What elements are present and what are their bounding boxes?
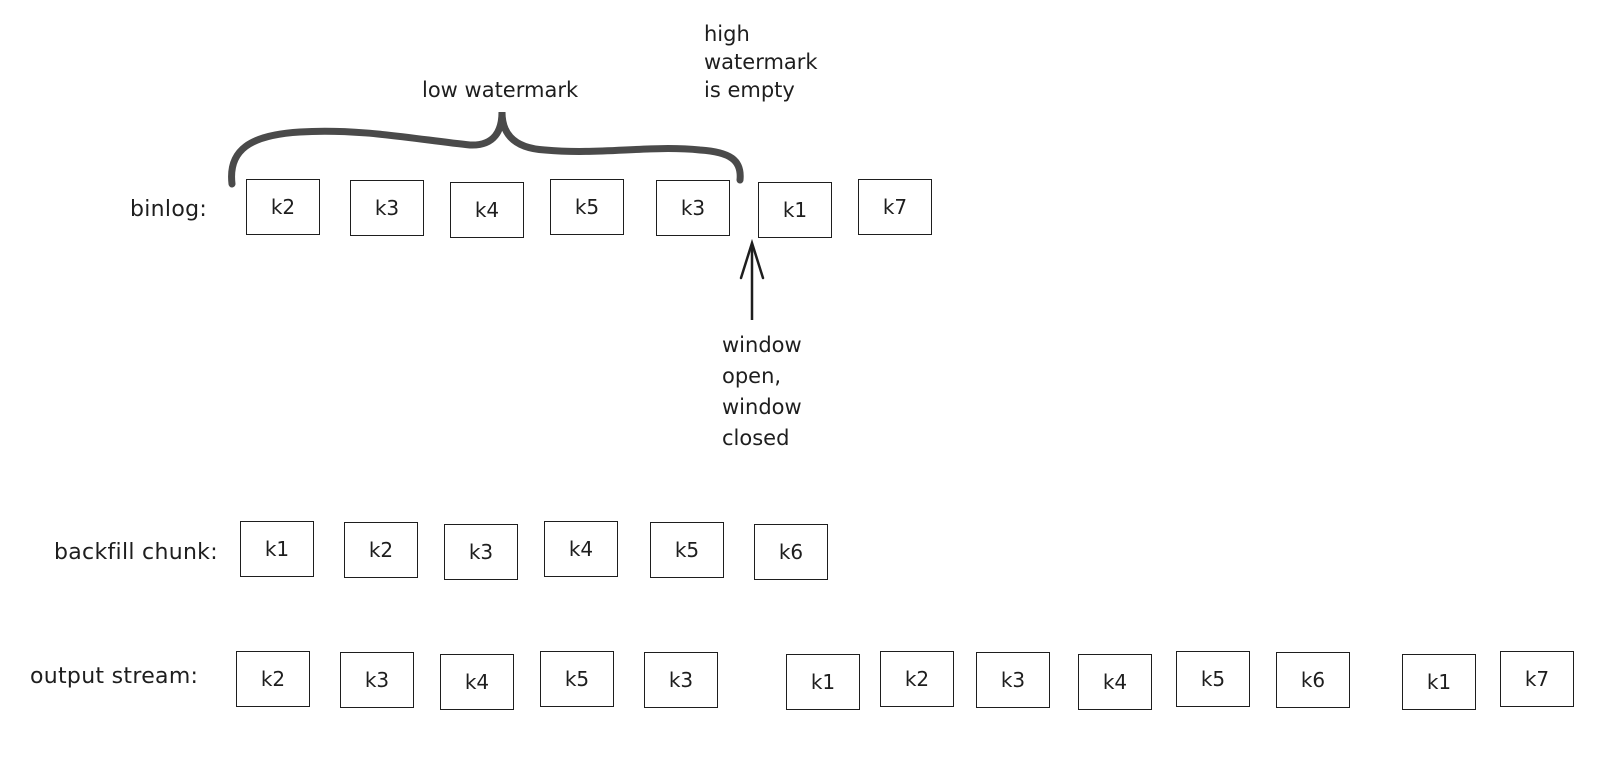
output-event-box: k5 [1176,650,1250,707]
window-line: window [722,395,802,419]
window-line: open, [722,364,782,388]
output-event-box: k3 [644,652,718,708]
output-event-box: k3 [340,652,414,708]
binlog-event-box: k3 [656,180,730,236]
output-event-box: k1 [786,653,860,710]
output-event-box: k2 [236,650,310,707]
output-event-box: k2 [880,650,954,707]
binlog-event-box: k7 [858,178,932,235]
binlog-event-box: k2 [246,178,320,235]
high-watermark-line: is empty [704,78,795,102]
output-event-box: k4 [440,653,514,710]
binlog-label: binlog: [130,197,208,222]
backfill-event-box: k2 [344,522,418,578]
binlog-event-box: k5 [550,178,624,235]
high-watermark-label: high watermark is empty [704,20,818,104]
output-event-box: k6 [1276,652,1350,708]
backfill-event-box: k3 [444,523,518,580]
window-line: window [722,333,802,357]
output-label: output stream: [30,664,199,689]
output-event-box: k3 [976,652,1050,708]
backfill-event-box: k1 [240,520,314,577]
output-event-box: k4 [1078,653,1152,710]
binlog-event-box: k4 [450,181,524,238]
backfill-label: backfill chunk: [54,540,218,565]
high-watermark-line: high [704,22,750,46]
high-watermark-line: watermark [704,50,818,74]
backfill-event-box: k6 [754,523,828,580]
output-event-box: k1 [1402,653,1476,710]
backfill-event-box: k4 [544,520,618,577]
window-arrow-head [739,238,765,280]
binlog-event-box: k1 [758,181,832,238]
binlog-event-box: k3 [350,180,424,236]
low-watermark-brace [228,111,744,188]
output-event-box: k7 [1500,650,1574,707]
backfill-event-box: k5 [650,522,724,578]
low-watermark-label: low watermark [422,78,579,102]
window-line: closed [722,426,790,450]
window-label: window open, window closed [722,330,802,454]
output-event-box: k5 [540,650,614,707]
